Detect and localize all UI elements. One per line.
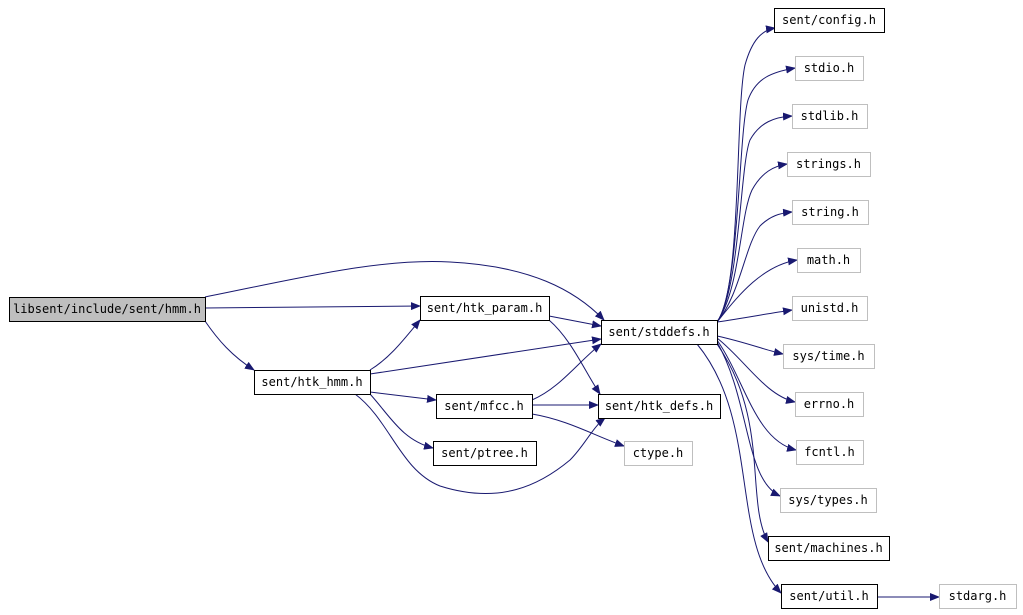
node-label-mfcc: sent/mfcc.h	[444, 399, 523, 413]
edge-htk_hmm-to-htk_param	[369, 319, 421, 371]
edge-stddefs-to-string	[716, 208, 793, 323]
node-box-mfcc	[436, 394, 533, 419]
node-label-errno: errno.h	[804, 397, 855, 411]
node-box-fcntl	[796, 440, 864, 465]
edge-mfcc-to-ctype	[531, 413, 625, 447]
node-label-math: math.h	[807, 253, 850, 267]
edge-stddefs-to-fcntl	[716, 339, 797, 452]
edge-stddefs-to-machines	[716, 343, 769, 543]
edge-stddefs-to-unistd	[716, 307, 793, 323]
node-fcntl: fcntl.h	[796, 440, 864, 465]
edge-hmm-to-htk_param	[204, 302, 421, 311]
node-label-string: string.h	[801, 205, 859, 219]
edge-stddefs-to-stdlib	[716, 112, 793, 323]
edge-htk_param-to-htk_defs	[548, 319, 601, 395]
edge-htk_hmm-to-ptree	[369, 393, 434, 450]
node-label-stdlib: stdlib.h	[801, 109, 859, 123]
edge-htk_hmm-to-htk_defs	[354, 393, 606, 494]
edge-htk_hmm-to-stddefs	[369, 336, 602, 375]
node-box-systypes	[780, 488, 877, 513]
node-box-errno	[795, 392, 864, 417]
node-htk_param[interactable]: sent/htk_param.h	[420, 296, 550, 321]
edge-stddefs-to-systime	[716, 335, 784, 356]
node-box-string	[792, 200, 869, 225]
node-box-htk_hmm	[254, 370, 371, 395]
node-ptree[interactable]: sent/ptree.h	[433, 441, 537, 466]
node-label-config: sent/config.h	[782, 13, 876, 27]
node-label-util: sent/util.h	[789, 589, 868, 603]
node-math: math.h	[797, 248, 861, 273]
node-label-hmm: libsent/include/sent/hmm.h	[13, 302, 201, 316]
edge-hmm-to-htk_hmm	[204, 320, 255, 371]
node-box-ptree	[433, 441, 537, 466]
node-box-stdlib	[792, 104, 868, 129]
node-label-strings: strings.h	[796, 157, 861, 171]
node-box-systime	[783, 344, 875, 369]
node-label-stddefs: sent/stddefs.h	[608, 325, 709, 339]
node-systime: sys/time.h	[783, 344, 875, 369]
node-stdio: stdio.h	[795, 56, 864, 81]
node-box-hmm	[9, 297, 206, 322]
node-label-htk_param: sent/htk_param.h	[427, 301, 543, 315]
edge-stddefs-to-math	[716, 257, 798, 323]
node-machines[interactable]: sent/machines.h	[768, 536, 890, 561]
node-box-htk_defs	[598, 394, 721, 419]
edge-stddefs-to-util	[696, 343, 782, 594]
node-label-stdarg: stdarg.h	[949, 589, 1007, 603]
node-unistd: unistd.h	[792, 296, 868, 321]
node-label-systypes: sys/types.h	[788, 493, 867, 507]
node-strings: strings.h	[787, 152, 871, 177]
node-ctype: ctype.h	[624, 441, 693, 466]
node-box-machines	[768, 536, 890, 561]
edge-stddefs-to-stdio	[716, 65, 796, 323]
node-label-htk_defs: sent/htk_defs.h	[605, 399, 713, 413]
edge-htk_hmm-to-mfcc	[369, 391, 437, 403]
node-box-htk_param	[420, 296, 550, 321]
node-errno: errno.h	[795, 392, 864, 417]
node-label-fcntl: fcntl.h	[804, 445, 855, 459]
node-htk_hmm[interactable]: sent/htk_hmm.h	[254, 370, 371, 395]
node-label-machines: sent/machines.h	[774, 541, 882, 555]
edge-hmm-to-stddefs	[204, 261, 605, 321]
node-stddefs[interactable]: sent/stddefs.h	[601, 320, 718, 345]
node-box-config	[774, 8, 885, 33]
node-box-ctype	[624, 441, 693, 466]
node-box-util	[781, 584, 878, 609]
node-util[interactable]: sent/util.h	[781, 584, 878, 609]
node-label-ctype: ctype.h	[633, 446, 684, 460]
node-box-stddefs	[601, 320, 718, 345]
node-box-math	[797, 248, 861, 273]
node-label-unistd: unistd.h	[801, 301, 859, 315]
node-box-stdio	[795, 56, 864, 81]
edge-stddefs-to-systypes	[716, 341, 781, 497]
node-systypes: sys/types.h	[780, 488, 877, 513]
node-label-stdio: stdio.h	[804, 61, 855, 75]
node-htk_defs[interactable]: sent/htk_defs.h	[598, 394, 721, 419]
edge-mfcc-to-stddefs	[531, 343, 602, 401]
edges-layer	[204, 25, 940, 601]
node-box-strings	[787, 152, 871, 177]
edge-stddefs-to-strings	[716, 161, 788, 323]
node-stdlib: stdlib.h	[792, 104, 868, 129]
node-box-stdarg	[939, 584, 1017, 609]
node-string: string.h	[792, 200, 869, 225]
nodes-layer: libsent/include/sent/hmm.h sent/htk_param…	[9, 8, 1017, 609]
edge-stddefs-to-errno	[716, 337, 796, 404]
node-box-unistd	[792, 296, 868, 321]
node-hmm[interactable]: libsent/include/sent/hmm.h	[9, 297, 206, 322]
node-label-htk_hmm: sent/htk_hmm.h	[261, 375, 362, 389]
node-mfcc[interactable]: sent/mfcc.h	[436, 394, 533, 419]
node-config[interactable]: sent/config.h	[774, 8, 885, 33]
edge-htk_param-to-stddefs	[548, 315, 602, 329]
edge-stddefs-to-config	[716, 25, 776, 323]
node-label-systime: sys/time.h	[792, 349, 864, 363]
node-label-ptree: sent/ptree.h	[441, 446, 528, 460]
node-stdarg: stdarg.h	[939, 584, 1017, 609]
